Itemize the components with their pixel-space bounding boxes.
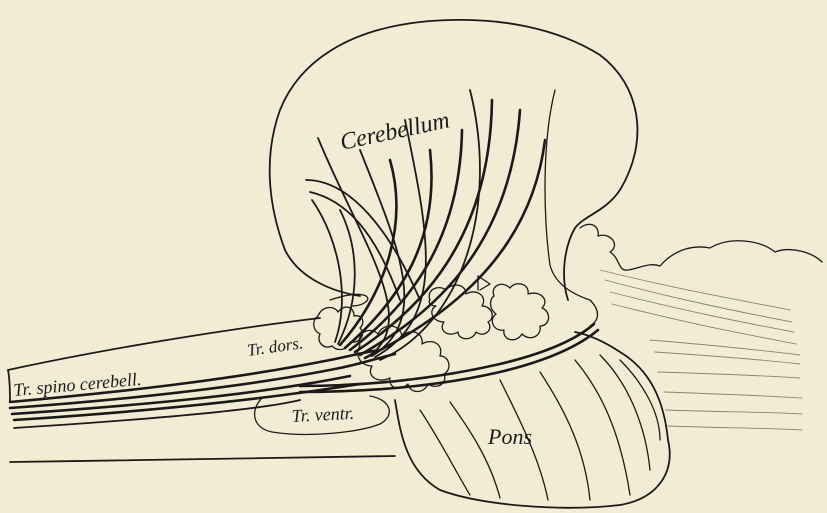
- label-pons: Pons: [487, 424, 532, 449]
- label-tr-ventr: Tr. ventr.: [291, 403, 354, 426]
